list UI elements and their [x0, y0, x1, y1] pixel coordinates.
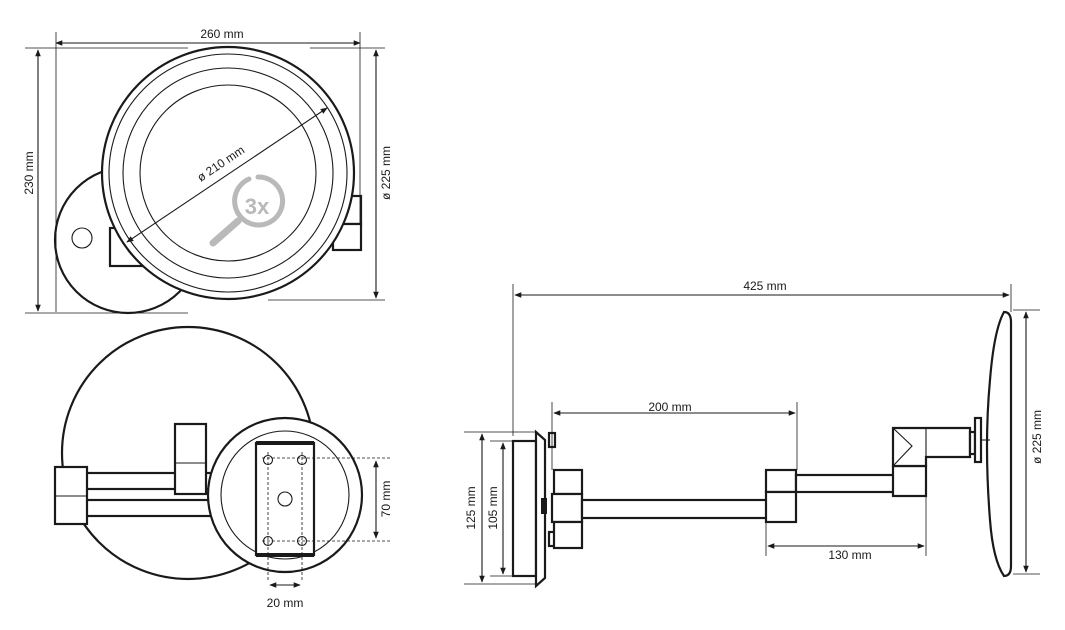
center-hole [277, 491, 293, 507]
elbow-bottom [764, 490, 798, 524]
lower-arm [82, 498, 216, 518]
magnification-label: 3x [245, 194, 270, 219]
side-mirror-diameter-label: ø 225 mm [1030, 410, 1044, 464]
depth-label: 425 mm [743, 279, 786, 293]
side-view: 425 mm 200 mm 130 mm 125 mm 105 mm ø 225… [464, 279, 1044, 589]
second-arm-length-label: 130 mm [828, 548, 871, 562]
mirror-diameter-label: ø 225 mm [379, 146, 393, 200]
width-label: 260 mm [200, 27, 243, 41]
rear-disc-hole [71, 227, 93, 249]
side-wall-flange [534, 429, 547, 589]
head-joint-upper [891, 426, 972, 468]
elbow-top [764, 468, 798, 494]
pivot-top [552, 468, 584, 496]
back-view: 70 mm 20 mm [53, 325, 393, 610]
plate-inner-height-label: 105 mm [486, 486, 500, 529]
mirror-glass [122, 67, 334, 279]
glass-diameter-line [126, 107, 328, 243]
wall-plate-inner [220, 430, 350, 560]
second-arm [794, 473, 898, 494]
side-wall-plate [511, 439, 538, 578]
vertical-spacing-label: 70 mm [379, 481, 393, 518]
hinge-block [173, 422, 208, 496]
main-arm [580, 498, 770, 520]
front-view: 3x ø 210 mm 260 mm 230 mm ø 225 mm [22, 25, 393, 315]
arm-length-label: 200 mm [648, 400, 691, 414]
horizontal-spacing-label: 20 mm [267, 596, 304, 610]
plate-height-label: 125 mm [464, 486, 478, 529]
side-mirror [985, 310, 1013, 578]
pivot-bottom [552, 520, 584, 550]
head-joint-lower [891, 464, 928, 498]
pivot-middle [550, 492, 584, 524]
height-label: 230 mm [22, 151, 36, 194]
mirror-rim [108, 53, 348, 293]
